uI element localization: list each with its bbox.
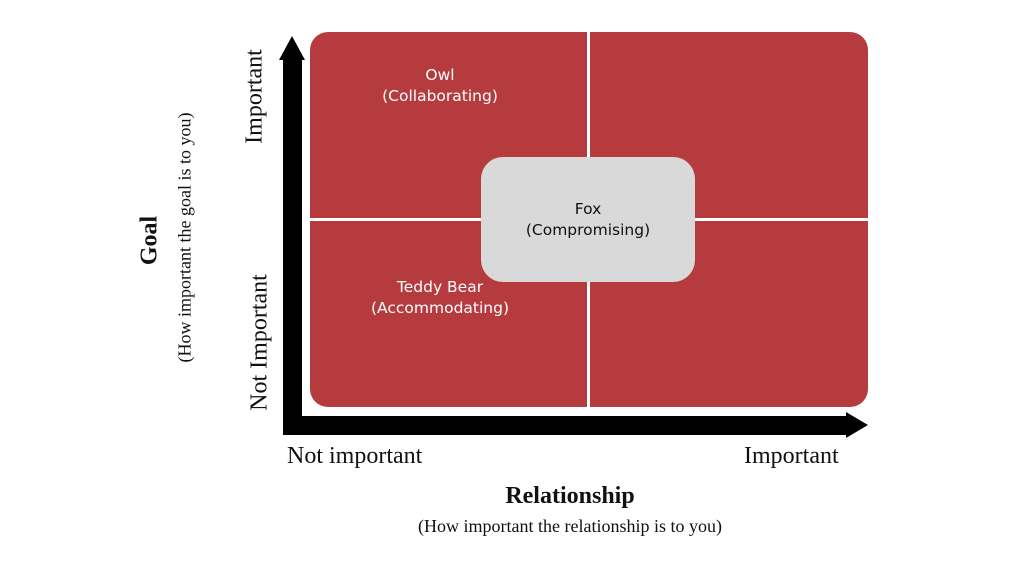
x-axis-line [283, 416, 848, 435]
quadrant-owl: Owl (Collaborating) [310, 65, 570, 107]
x-axis-subtitle: (How important the relationship is to yo… [418, 516, 722, 536]
y-axis-high-label: Important [241, 49, 268, 144]
quadrant-teddy-style: (Accommodating) [370, 299, 510, 317]
y-axis-subtitle: (How important the goal is to you) [174, 112, 195, 363]
center-box-fox: Fox (Compromising) [481, 157, 695, 282]
quadrant-turtle: Turtle (Avoiding) [6, 277, 266, 319]
y-axis-line [283, 58, 302, 431]
quadrant-turtle-name: Turtle [114, 278, 158, 296]
quadrant-turtle-style: (Avoiding) [96, 299, 176, 317]
quadrant-shark-name: Shark [113, 66, 159, 84]
y-axis-arrowhead [279, 36, 305, 60]
quadrant-owl-name: Owl [425, 66, 455, 84]
x-axis-high-label: Important [744, 443, 839, 469]
quadrant-teddy-name: Teddy Bear [396, 278, 484, 296]
quadrant-shark: Shark (Competing) [6, 65, 266, 107]
quadrant-owl-style: (Collaborating) [382, 87, 498, 105]
y-axis-low-label: Not Important [246, 274, 273, 411]
center-fox-style: (Compromising) [525, 220, 651, 239]
quadrant-teddy-bear: Teddy Bear (Accommodating) [310, 277, 570, 319]
center-fox-name: Fox [574, 199, 602, 218]
quadrant-shark-style: (Competing) [87, 87, 185, 105]
x-axis-arrowhead [846, 412, 868, 438]
y-axis-title: Goal [136, 215, 163, 266]
x-axis-title: Relationship [505, 483, 635, 509]
x-axis-low-label: Not important [287, 443, 423, 469]
